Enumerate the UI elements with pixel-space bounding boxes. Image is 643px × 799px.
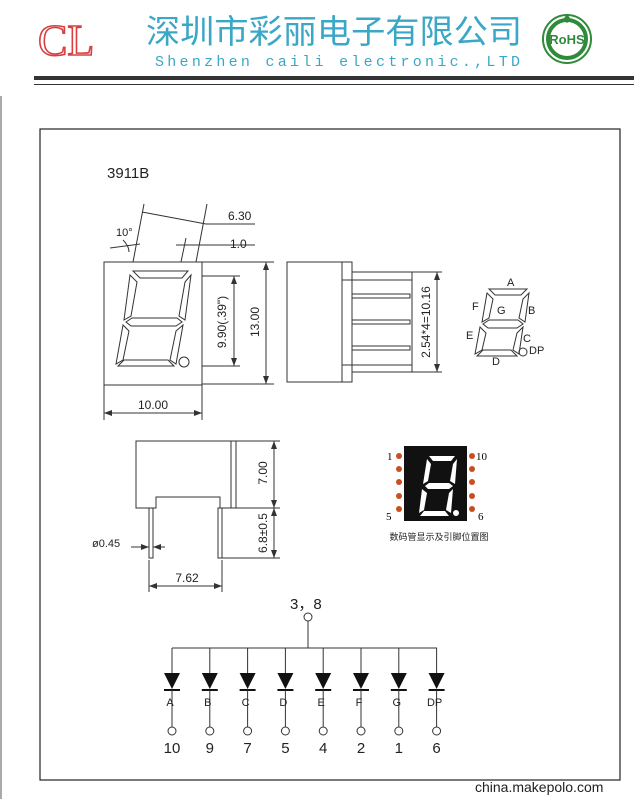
- common-terminal: [303, 612, 313, 622]
- seg-label-a: A: [507, 277, 515, 289]
- dim-body-height: 7.00: [256, 461, 270, 485]
- pin-terminal: [394, 726, 404, 736]
- dim-width: 10.00: [138, 398, 168, 412]
- pin-number: 5: [281, 740, 289, 757]
- dim-height: 13.00: [248, 307, 262, 337]
- diode-branch-g: G1: [390, 648, 407, 757]
- segment-label: A: [166, 697, 174, 709]
- company-logo: CL: [38, 16, 94, 65]
- front-body: [103, 261, 203, 386]
- pin-terminal: [280, 726, 290, 736]
- pin-number: 2: [357, 740, 365, 757]
- diode-branch-b: B9: [201, 648, 218, 757]
- bottom-arrows: [141, 441, 277, 589]
- side-arrows: [434, 272, 440, 372]
- dim-pitch: 2.54*4=10.16: [419, 286, 433, 358]
- front-view: [103, 203, 274, 420]
- pin-label-10: 10: [476, 451, 488, 463]
- diode-symbol: [277, 673, 294, 689]
- pin-label-5: 5: [386, 511, 392, 523]
- segment-dp: [518, 347, 528, 357]
- header-rule-thin: [34, 84, 634, 85]
- seg-label-g: G: [497, 305, 506, 317]
- dim-digit-height: 9.90(.39"): [215, 296, 229, 348]
- diode-branch-a: A 10: [164, 648, 181, 757]
- pin-terminal: [205, 726, 215, 736]
- front-arrows: [104, 262, 269, 416]
- company-name-en: Shenzhen caili electronic.,LTD: [155, 54, 520, 71]
- pinout-illustration: [396, 446, 475, 521]
- diode-symbol: [390, 673, 407, 689]
- pin-number: 7: [243, 740, 251, 757]
- pin-terminal: [167, 726, 177, 736]
- pin-number: 4: [319, 740, 327, 757]
- drawing-frame: [39, 128, 621, 781]
- pin-terminal: [318, 726, 328, 736]
- diode-branch-f: F2: [353, 648, 369, 757]
- pin-number: 9: [206, 740, 214, 757]
- dim-top-width: 6.30: [228, 209, 252, 223]
- header: CL 深圳市彩丽电子有限公司 Shenzhen caili electronic…: [34, 12, 634, 85]
- diode-symbol: [315, 673, 332, 689]
- diode-symbol: [239, 673, 256, 689]
- diode-symbol: [164, 673, 180, 689]
- common-pins-label: 3，8: [290, 596, 322, 613]
- pin-terminal: [356, 726, 366, 736]
- decimal-point: [178, 356, 190, 368]
- pin-terminal: [432, 726, 442, 736]
- circuit-bus: [172, 612, 437, 649]
- part-number: 3911B: [107, 165, 149, 182]
- header-rule-thick: [34, 76, 634, 80]
- segment-label: C: [242, 697, 250, 709]
- lit-digit: [419, 456, 459, 516]
- dim-seg-thickness: 1.0: [230, 237, 247, 251]
- diode-branch-c: C7: [239, 648, 256, 757]
- watermark: china.makepolo.com: [475, 779, 603, 795]
- dim-pin-diameter: ø0.45: [92, 538, 120, 550]
- diode-branch-dp: DP 6: [427, 648, 445, 757]
- pin-number: 6: [432, 740, 440, 757]
- pin-number: 10: [164, 740, 181, 757]
- diode-branch-e: E4: [315, 648, 332, 757]
- segment-label: DP: [427, 697, 442, 709]
- seg-label-b: B: [528, 305, 535, 317]
- leaf-icon: [564, 15, 570, 23]
- seg-label-f: F: [472, 301, 479, 313]
- segment-label: E: [318, 697, 325, 709]
- company-name-cn: 深圳市彩丽电子有限公司: [146, 12, 522, 51]
- seg-label-c: C: [523, 333, 531, 345]
- pin-number: 1: [395, 740, 403, 757]
- rohs-label: RoHS: [549, 32, 585, 47]
- seg-label-d: D: [492, 356, 500, 368]
- pin-dots-left: [396, 453, 402, 512]
- bottom-view: [131, 440, 280, 592]
- seg-label-dp: DP: [529, 345, 544, 357]
- pin-right: [217, 507, 223, 559]
- rohs-badge: RoHS: [542, 14, 592, 64]
- segment-label: F: [356, 697, 363, 709]
- diode-symbol: [201, 673, 218, 689]
- diode-branch-d: D5: [277, 648, 294, 757]
- pinout-caption: 数码管显示及引脚位置图: [389, 531, 488, 543]
- diode-symbol: [353, 673, 369, 689]
- dim-pin-length: 6.8±0.5: [256, 513, 270, 553]
- diode-symbol: [428, 673, 445, 689]
- seg-label-e: E: [466, 330, 473, 342]
- front-digit: [115, 270, 192, 368]
- segment-diagram: [474, 288, 530, 357]
- pin-label-6: 6: [478, 511, 484, 523]
- pin-dots-right: [469, 453, 475, 512]
- side-view: [286, 261, 442, 383]
- dim-row-spacing: 7.62: [175, 571, 199, 585]
- segment-label: B: [204, 697, 211, 709]
- pin-left: [148, 507, 154, 559]
- segment-label: G: [393, 697, 402, 709]
- dim-angle: 10°: [116, 227, 133, 239]
- pin-label-1: 1: [387, 451, 393, 463]
- segment-label: D: [279, 697, 287, 709]
- pin-terminal: [243, 726, 253, 736]
